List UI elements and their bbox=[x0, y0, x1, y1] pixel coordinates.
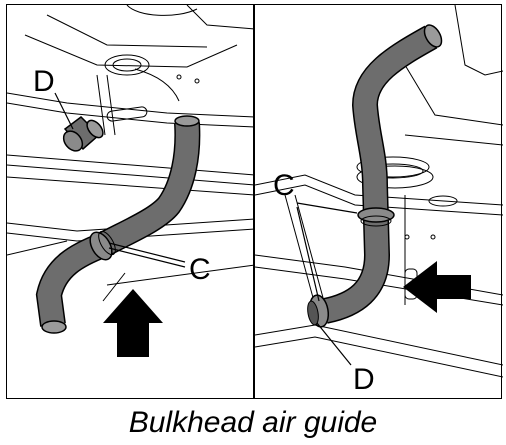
air-guide-hose bbox=[35, 115, 201, 334]
left-arrow bbox=[403, 261, 471, 313]
callout-d-right: D bbox=[353, 363, 375, 396]
upper-frame-line bbox=[186, 5, 255, 30]
figure-caption: Bulkhead air guide bbox=[128, 406, 378, 439]
floor-plane-line bbox=[106, 264, 255, 286]
upper-curve-line bbox=[126, 5, 198, 16]
air-guide-hose bbox=[307, 24, 443, 328]
mounting-hole bbox=[430, 234, 436, 240]
leader-line-c bbox=[108, 242, 186, 263]
bulkhead-edge-line bbox=[7, 92, 255, 118]
right-panel-drawing bbox=[255, 5, 503, 378]
floor-plane-line bbox=[7, 240, 68, 256]
vertical-bracket-line bbox=[106, 74, 116, 136]
bulkhead-edge-line bbox=[255, 184, 503, 216]
vertical-bracket-line bbox=[294, 194, 326, 306]
guide-wire-line bbox=[134, 68, 180, 102]
mounting-hole bbox=[404, 234, 410, 240]
upper-frame-line bbox=[404, 134, 503, 146]
bulkhead-edge-line bbox=[7, 102, 255, 128]
vertical-bracket-line bbox=[284, 194, 316, 306]
callout-c-left: C bbox=[189, 253, 211, 286]
leader-line-c bbox=[296, 206, 320, 302]
mounting-hole bbox=[194, 78, 200, 84]
grommet-opening-inner bbox=[112, 58, 142, 72]
grommet-ring-outer bbox=[356, 165, 434, 189]
leader-line-d bbox=[316, 322, 352, 366]
grommet-c bbox=[89, 231, 113, 261]
panel-seam-line bbox=[7, 154, 255, 176]
mounting-hole-oval bbox=[428, 195, 458, 207]
outlet-d-stub bbox=[62, 116, 104, 152]
upper-frame-line bbox=[24, 34, 238, 68]
upper-frame-line bbox=[454, 5, 503, 76]
hose-lower-end bbox=[41, 320, 67, 334]
floor-plane-line bbox=[255, 324, 503, 366]
hose-upper-end bbox=[174, 115, 200, 127]
grommet-opening-outer bbox=[104, 54, 150, 76]
leader-line-c bbox=[296, 202, 358, 214]
upper-frame-line bbox=[46, 14, 208, 48]
hose-upper-end bbox=[423, 24, 443, 48]
floor-edge-line bbox=[7, 218, 255, 232]
mounting-hole bbox=[176, 74, 182, 80]
left-panel-drawing bbox=[7, 5, 255, 357]
grommet-ring-outer bbox=[356, 156, 430, 178]
right-panel: C D bbox=[254, 4, 503, 399]
upper-frame-line bbox=[404, 64, 503, 126]
left-panel: D C bbox=[6, 4, 255, 399]
floor-edge-line bbox=[7, 228, 255, 242]
leader-line-c bbox=[108, 247, 186, 268]
vertical-bracket-line bbox=[96, 74, 106, 136]
panel-seam-line bbox=[7, 164, 255, 186]
floor-plane-line bbox=[255, 336, 503, 378]
up-arrow bbox=[102, 272, 163, 357]
callout-d-left: D bbox=[33, 65, 55, 98]
grommet-c bbox=[357, 207, 395, 223]
bulkhead-slot bbox=[106, 106, 148, 122]
leader-line-d bbox=[54, 92, 74, 130]
panel-seam-line bbox=[7, 176, 255, 196]
callout-c-right: C bbox=[273, 169, 295, 202]
